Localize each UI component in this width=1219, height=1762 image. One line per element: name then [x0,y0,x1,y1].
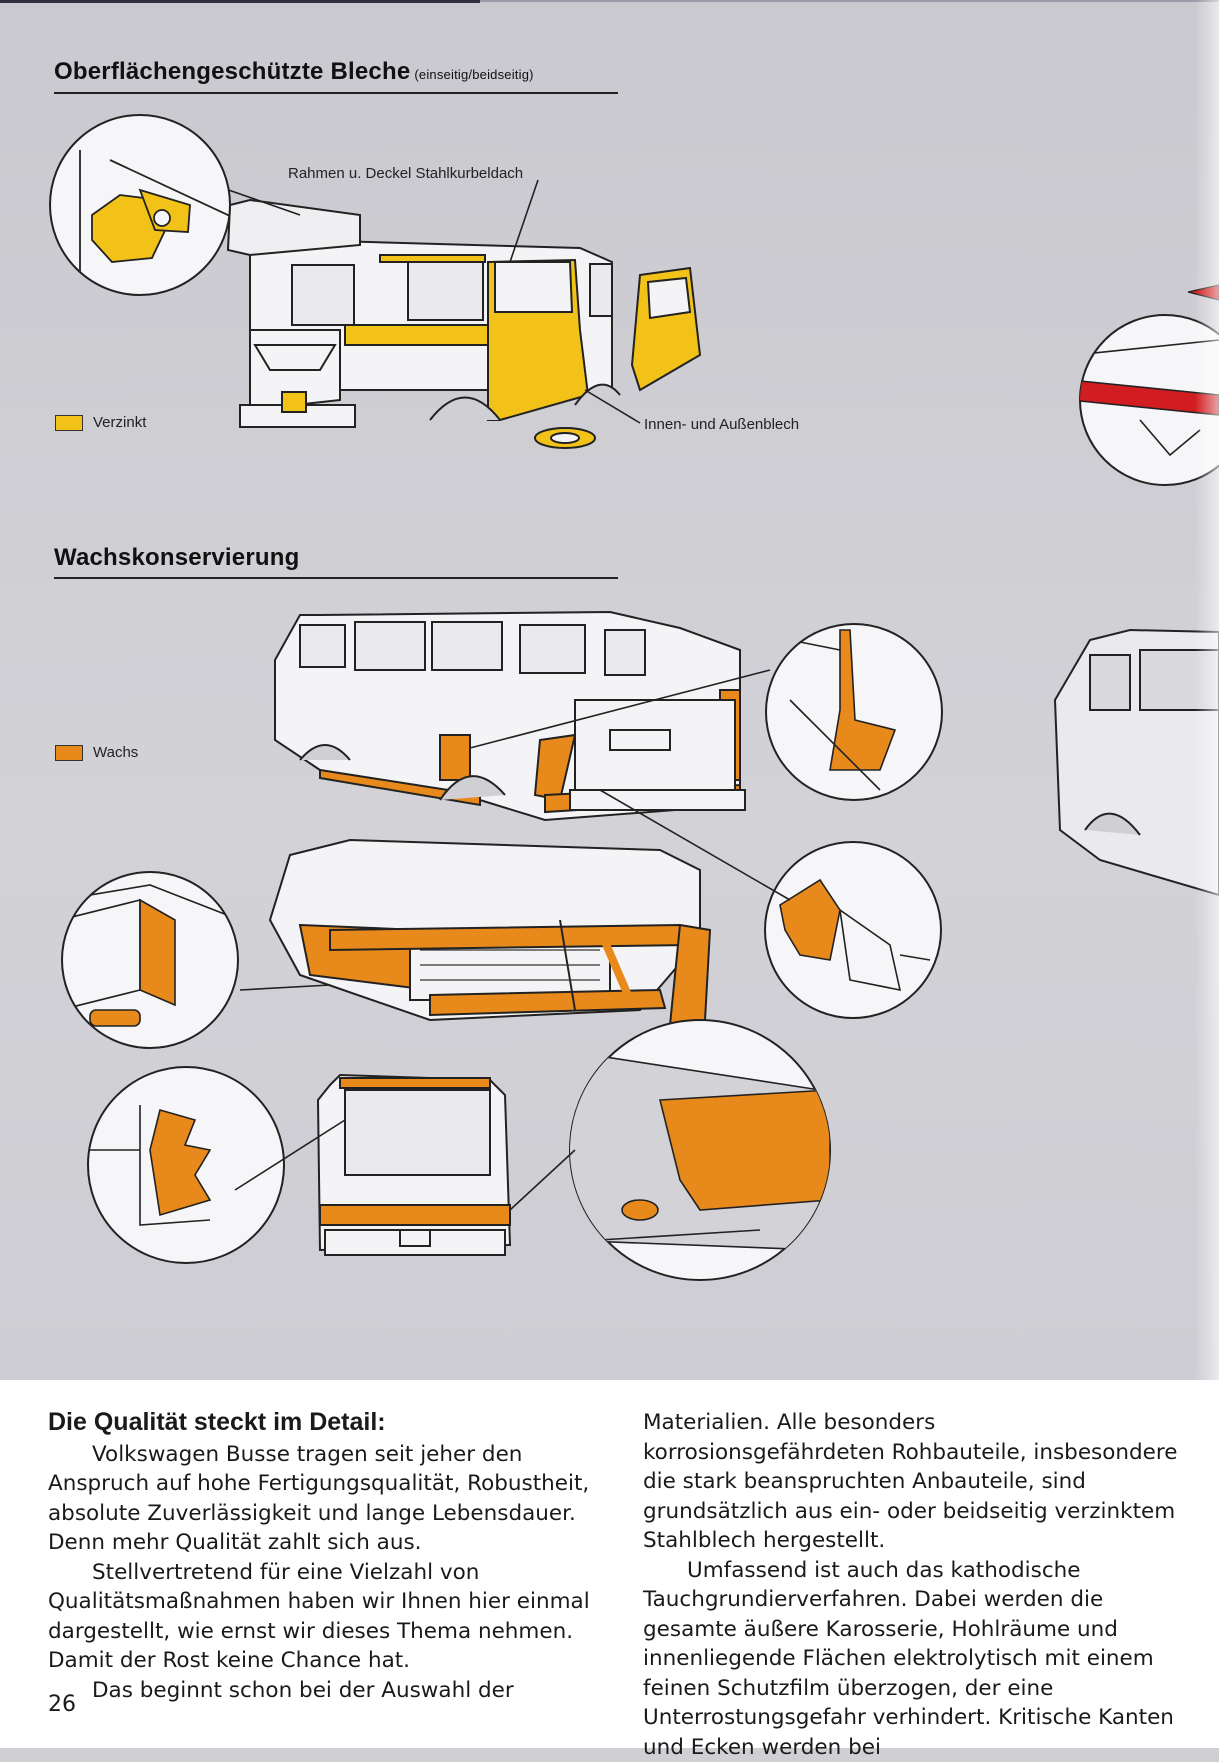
section-title-galvanized-text: Oberflächengeschützte Bleche [54,58,410,85]
galvanized-bus-drawing [228,200,700,448]
article-column-right: Materialien. Alle besonders korrosionsge… [643,1408,1178,1762]
panel-seam-detail-circle [560,1020,830,1280]
waxed-bus-rear-drawing [275,612,745,820]
hatch-edge-detail-circle [88,1067,284,1263]
article-headline: Die Qualität steckt im Detail: [48,1408,608,1438]
hinge-detail-circle [50,115,260,295]
article-paragraph: Stellvertretend für eine Vielzahl von Qu… [48,1558,608,1676]
article-paragraph: Das beginnt schon bei der Auswahl der [48,1676,608,1706]
section-rule-wax [54,577,618,579]
article-paragraph: Volkswagen Busse tragen seit jeher den A… [48,1440,608,1558]
section-title-wax: Wachskonservierung [54,544,299,572]
legend-label-wax: Wachs [93,744,138,761]
legend-swatch-wax [55,745,83,761]
article-paragraph: Umfassend ist auch das kathodische Tauch… [643,1556,1178,1762]
label-roof-frame: Rahmen u. Deckel Stahlkurbeldach [288,165,523,182]
label-inner-outer-sheet: Innen- und Außenblech [644,416,799,433]
section-title-galvanized-note: (einseitig/beidseitig) [414,67,533,82]
section-title-galvanized: Oberflächengeschützte Bleche (einseitig/b… [54,58,534,86]
corner-detail-circle [765,842,941,1018]
waxed-bus-rear-view-drawing [318,1075,510,1255]
sill-detail-circle-upper [766,624,942,800]
legend-wax: Wachs [55,744,138,761]
legend-galvanized: Verzinkt [55,414,146,431]
legend-swatch-galvanized [55,415,83,431]
waxed-bus-underside-drawing [270,840,710,1025]
article-column-left: Die Qualität steckt im Detail: Volkswage… [48,1408,608,1705]
frame-detail-circle [60,872,240,1048]
section-rule-galvanized [54,92,618,94]
car-body-illustrations [0,0,1219,1380]
page-number: 26 [48,1692,76,1717]
legend-label-galvanized: Verzinkt [93,414,146,431]
article-paragraph: Materialien. Alle besonders korrosionsge… [643,1408,1178,1556]
